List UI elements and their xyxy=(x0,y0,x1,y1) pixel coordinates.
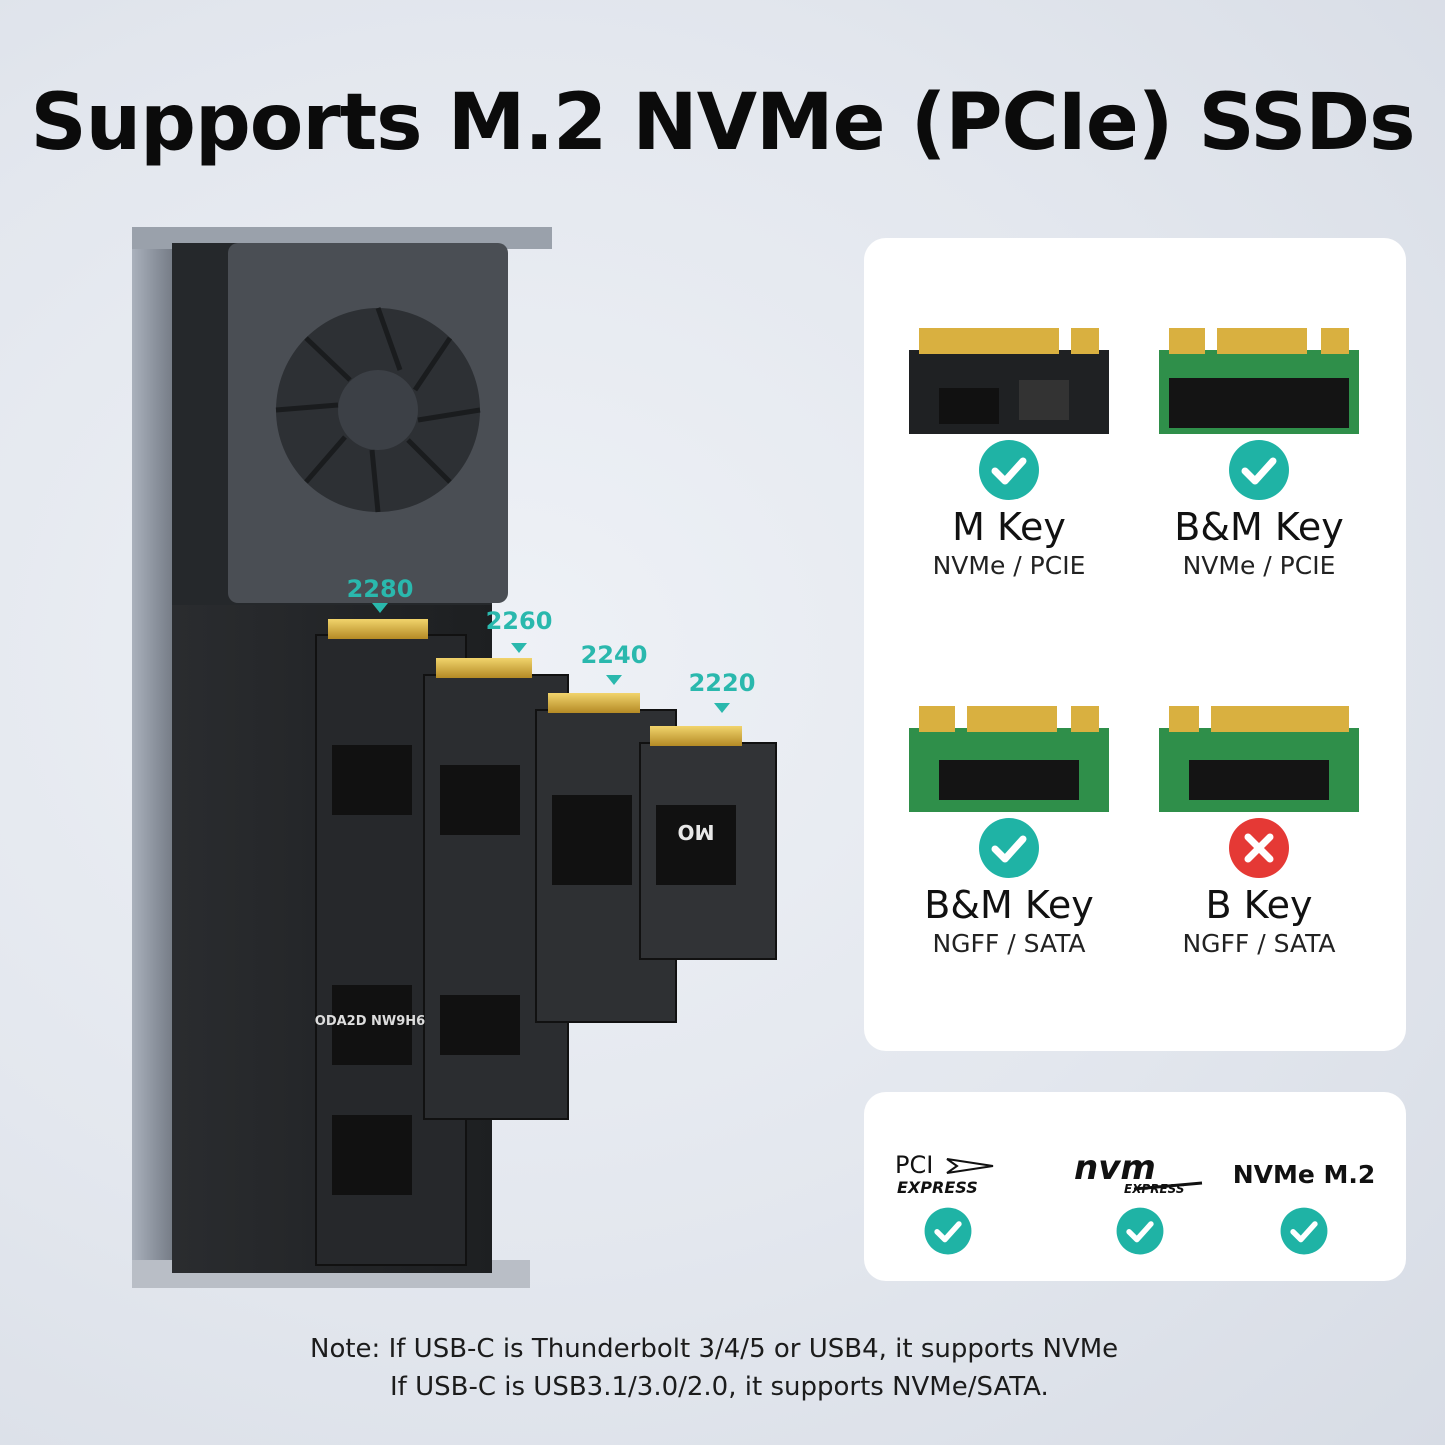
b-key-ssd-image xyxy=(1159,706,1359,812)
check-icon xyxy=(979,440,1039,500)
express-logo-text: EXPRESS xyxy=(897,1178,978,1197)
standard-pci-express: PCI EXPRESS xyxy=(888,1150,1008,1256)
key-title: B&M Key xyxy=(1174,505,1344,549)
key-compatibility-card: M Key NVMe / PCIE B&M Key NVMe / PCIE B&… xyxy=(864,238,1406,1051)
size-label-2220: 2220 xyxy=(689,669,756,697)
note-line-1: Note: If USB-C is Thunderbolt 3/4/5 or U… xyxy=(310,1334,1119,1364)
nvme-m2-label: NVMe M.2 xyxy=(1232,1159,1376,1189)
check-icon xyxy=(1116,1207,1164,1255)
size-label-2240: 2240 xyxy=(581,641,648,669)
bm-key-nvme-ssd-image xyxy=(1159,328,1359,434)
check-icon xyxy=(924,1207,972,1255)
key-m: M Key NVMe / PCIE xyxy=(884,328,1134,582)
key-bm-sata: B&M Key NGFF / SATA xyxy=(884,706,1134,960)
key-bm-nvme: B&M Key NVMe / PCIE xyxy=(1134,328,1384,582)
chip-label-mo: MO xyxy=(678,820,715,844)
cross-icon xyxy=(1229,818,1289,878)
key-subtitle: NVMe / PCIE xyxy=(932,551,1086,580)
standard-nvme-m2: NVMe M.2 xyxy=(1232,1150,1376,1256)
key-b: B Key NGFF / SATA xyxy=(1134,706,1384,960)
note-line-2: If USB-C is USB3.1/3.0/2.0, it supports … xyxy=(390,1372,1049,1402)
nvm-express-logo-text: EXPRESS xyxy=(1124,1182,1185,1196)
nvm-logo-text: nvm xyxy=(1074,1151,1156,1188)
key-subtitle: NGFF / SATA xyxy=(1182,929,1336,958)
key-subtitle: NGFF / SATA xyxy=(932,929,1086,958)
check-icon xyxy=(1229,440,1289,500)
m-key-ssd-image xyxy=(909,328,1109,434)
nvm-express-logo: nvm EXPRESS xyxy=(1068,1150,1212,1198)
ssd-2220: MO xyxy=(639,726,777,960)
check-icon xyxy=(1280,1207,1328,1255)
fan-icon xyxy=(275,307,481,513)
arrow-down-icon xyxy=(372,603,388,613)
key-title: B Key xyxy=(1205,883,1313,927)
arrow-down-icon xyxy=(606,675,622,685)
arrow-down-icon xyxy=(714,703,730,713)
ssd-enclosure-illustration: MO ODA2D NW9H6 2280 2260 2240 2220 xyxy=(110,215,810,1305)
pci-logo-text: PCI xyxy=(895,1151,933,1179)
key-title: B&M Key xyxy=(924,883,1094,927)
chip-label-oda: ODA2D NW9H6 xyxy=(315,1014,425,1029)
page-title: Supports M.2 NVMe (PCIe) SSDs xyxy=(30,78,1415,168)
size-labels: 2280 2260 2240 2220 xyxy=(347,575,756,713)
check-icon xyxy=(979,818,1039,878)
pci-express-logo: PCI EXPRESS xyxy=(888,1150,1008,1198)
key-title: M Key xyxy=(952,505,1066,549)
enclosure-svg: MO ODA2D NW9H6 2280 2260 2240 2220 xyxy=(132,227,777,1288)
size-label-2280: 2280 xyxy=(347,575,414,603)
key-subtitle: NVMe / PCIE xyxy=(1182,551,1336,580)
size-label-2260: 2260 xyxy=(486,607,553,635)
arrow-down-icon xyxy=(511,643,527,653)
bm-key-sata-ssd-image xyxy=(909,706,1109,812)
standard-nvm-express: nvm EXPRESS xyxy=(1068,1150,1212,1256)
